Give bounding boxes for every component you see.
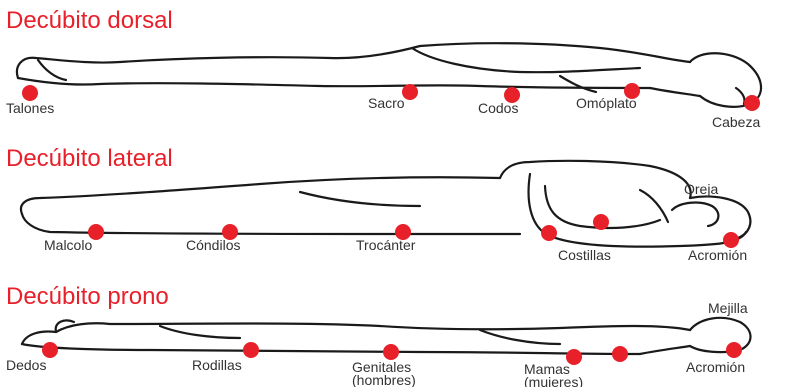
section-title-dorsal: Decúbito dorsal	[6, 7, 173, 34]
label-dorsal-omoplato: Omóplato	[576, 95, 637, 111]
point-dorsal-cabeza	[744, 95, 760, 111]
point-prono-rodillas	[243, 342, 259, 358]
label-dorsal-codos: Codos	[478, 100, 518, 116]
section-dorsal: Decúbito dorsal Talones Sacro Codos Omóp…	[6, 7, 761, 130]
section-title-prono: Decúbito prono	[6, 283, 169, 310]
point-prono-acromion	[726, 342, 742, 358]
label-lateral-condilos: Cóndilos	[186, 237, 240, 253]
point-prono-mejilla	[612, 346, 628, 362]
section-lateral: Decúbito lateral Malcolo Cóndilos Trocán…	[6, 145, 750, 263]
lateral-figure	[21, 161, 750, 247]
label-lateral-oreja: Oreja	[684, 181, 718, 197]
label-lateral-acromion: Acromión	[688, 247, 747, 263]
label-prono-dedos: Dedos	[6, 357, 46, 373]
label-dorsal-talones: Talones	[6, 100, 54, 116]
point-prono-dedos	[42, 342, 58, 358]
point-lateral-acromion	[723, 232, 739, 248]
label-prono-mejilla: Mejilla	[708, 300, 748, 316]
label-dorsal-sacro: Sacro	[368, 95, 405, 111]
point-lateral-oreja	[593, 214, 609, 230]
label-dorsal-cabeza: Cabeza	[712, 114, 760, 130]
label-lateral-malcolo: Malcolo	[44, 237, 92, 253]
section-title-lateral: Decúbito lateral	[6, 145, 173, 172]
label-prono-rodillas: Rodillas	[192, 357, 242, 373]
point-lateral-costillas	[541, 225, 557, 241]
point-prono-genitales	[383, 344, 399, 360]
label-prono-genitales: Genitales(hombres)	[352, 359, 416, 387]
label-lateral-costillas: Costillas	[558, 247, 611, 263]
section-prono: Decúbito prono Dedos Rodillas Genitales(…	[6, 283, 751, 387]
label-lateral-trocanter: Trocánter	[356, 237, 416, 253]
label-prono-acromion: Acromión	[686, 359, 745, 375]
point-dorsal-talones	[22, 85, 38, 101]
